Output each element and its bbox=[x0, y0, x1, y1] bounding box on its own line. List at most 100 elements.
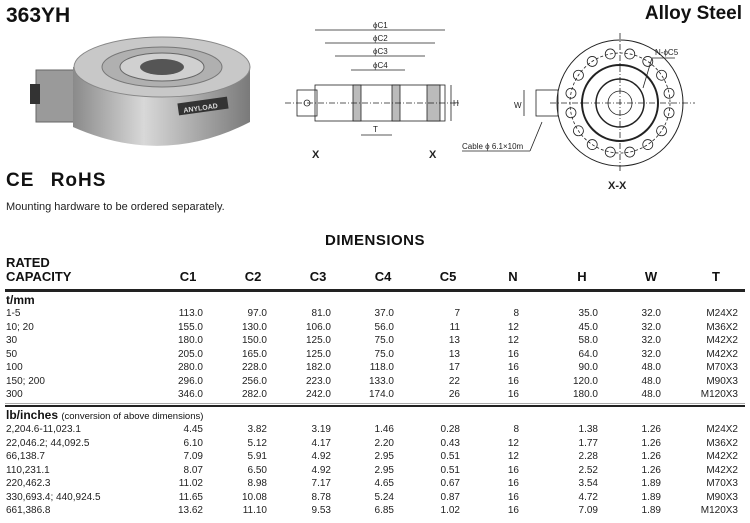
value-cell: 8.98 bbox=[247, 478, 267, 489]
value-cell: 180.0 bbox=[572, 389, 598, 400]
value-cell: M42X2 bbox=[706, 335, 738, 346]
imperial-note: (conversion of above dimensions) bbox=[61, 411, 204, 422]
value-cell: 3.19 bbox=[311, 424, 331, 435]
value-cell: 3.82 bbox=[247, 424, 267, 435]
value-cell: M24X2 bbox=[706, 424, 738, 435]
value-cell: 22 bbox=[448, 375, 460, 387]
value-cell: 4.92 bbox=[311, 464, 331, 476]
value-cell: 48.0 bbox=[641, 375, 661, 387]
capacity-cell: 330,693.4; 440,924.5 bbox=[6, 491, 101, 503]
value-cell: 8 bbox=[513, 424, 519, 435]
value-cell: 16 bbox=[507, 389, 519, 400]
value-cell: 16 bbox=[507, 505, 519, 516]
value-cell: 75.0 bbox=[374, 348, 394, 360]
value-cell: 11.02 bbox=[178, 478, 203, 489]
value-cell: 6.85 bbox=[374, 505, 394, 516]
rated-label: RATED bbox=[6, 255, 50, 270]
value-cell: 13 bbox=[448, 348, 460, 360]
value-cell: M70X3 bbox=[706, 478, 738, 489]
value-cell: 12 bbox=[507, 437, 519, 449]
capacity-cell: 110,231.1 bbox=[6, 464, 50, 476]
top-view-drawing: W N-ϕC5 Cable ϕ 6.1×10m X-X bbox=[462, 33, 695, 192]
value-cell: M90X3 bbox=[706, 491, 738, 503]
value-cell: 7 bbox=[454, 308, 460, 319]
value-cell: M120X3 bbox=[700, 505, 738, 516]
c1-label: ϕC1 bbox=[373, 21, 388, 30]
value-cell: 58.0 bbox=[578, 335, 598, 346]
value-cell: 48.0 bbox=[641, 389, 661, 400]
value-cell: 120.0 bbox=[572, 375, 598, 387]
c3-label: ϕC3 bbox=[373, 47, 388, 56]
bolt-hole bbox=[604, 146, 616, 158]
capacity-cell: 22,046.2; 44,092.5 bbox=[6, 437, 90, 449]
value-cell: 5.24 bbox=[374, 491, 394, 503]
value-cell: 13 bbox=[448, 335, 460, 346]
value-cell: 7.17 bbox=[311, 478, 331, 489]
bolt-hole bbox=[656, 125, 667, 137]
x-label-left: X bbox=[312, 149, 320, 161]
value-cell: 180.0 bbox=[177, 335, 203, 346]
value-cell: 6.10 bbox=[183, 437, 203, 449]
capacity-cell: 661,386.8 bbox=[6, 505, 51, 516]
value-cell: 1.02 bbox=[440, 505, 460, 516]
value-cell: 9.53 bbox=[311, 505, 331, 516]
capacity-cell: 1-5 bbox=[6, 308, 21, 319]
value-cell: 12 bbox=[507, 335, 519, 346]
bolt-hole bbox=[663, 107, 675, 119]
capacity-cell: 100 bbox=[6, 362, 23, 373]
capacity-cell: 30 bbox=[6, 335, 18, 346]
value-cell: 1.89 bbox=[641, 478, 661, 489]
value-cell: 2.28 bbox=[578, 451, 598, 462]
bolt-hole bbox=[624, 146, 636, 158]
t-label: T bbox=[373, 125, 378, 134]
value-cell: 17 bbox=[448, 362, 460, 373]
certification-marks: CE RoHS bbox=[6, 170, 106, 192]
column-header-h: H bbox=[577, 269, 587, 284]
value-cell: 8.78 bbox=[311, 491, 331, 503]
ce-mark: CE bbox=[6, 170, 35, 191]
value-cell: 282.0 bbox=[241, 389, 267, 400]
x-label-right: X bbox=[429, 149, 437, 161]
value-cell: 11.65 bbox=[178, 491, 203, 503]
column-header-c3: C3 bbox=[309, 269, 327, 284]
value-cell: 13.62 bbox=[177, 505, 203, 516]
capacity-cell: 220,462.3 bbox=[6, 478, 51, 489]
value-cell: 174.0 bbox=[368, 389, 394, 400]
value-cell: 8 bbox=[513, 308, 519, 319]
value-cell: M70X3 bbox=[706, 362, 738, 373]
value-cell: 0.51 bbox=[440, 451, 460, 462]
value-cell: M36X2 bbox=[706, 321, 738, 333]
capacity-cell: 66,138.7 bbox=[6, 451, 45, 462]
value-cell: 125.0 bbox=[305, 348, 331, 360]
value-cell: 12 bbox=[507, 321, 519, 333]
brand-label: ANYLOAD bbox=[183, 103, 218, 115]
value-cell: 32.0 bbox=[641, 308, 661, 319]
value-cell: 16 bbox=[507, 491, 519, 503]
value-cell: 81.0 bbox=[311, 308, 331, 319]
value-cell: 0.43 bbox=[440, 437, 460, 449]
value-cell: 2.20 bbox=[374, 437, 394, 449]
value-cell: 0.28 bbox=[440, 424, 460, 435]
column-header-c2: C2 bbox=[244, 269, 262, 284]
value-cell: 4.72 bbox=[578, 491, 598, 503]
bolt-hole bbox=[573, 69, 584, 81]
bolt-hole bbox=[586, 139, 598, 150]
value-cell: 280.0 bbox=[177, 362, 203, 373]
value-cell: 1.89 bbox=[641, 505, 661, 516]
value-cell: M36X2 bbox=[706, 437, 738, 449]
value-cell: 8.07 bbox=[183, 464, 203, 476]
value-cell: 1.26 bbox=[641, 464, 661, 476]
cable-label: Cable ϕ 6.1×10m bbox=[462, 142, 524, 151]
value-cell: 4.65 bbox=[374, 478, 394, 489]
